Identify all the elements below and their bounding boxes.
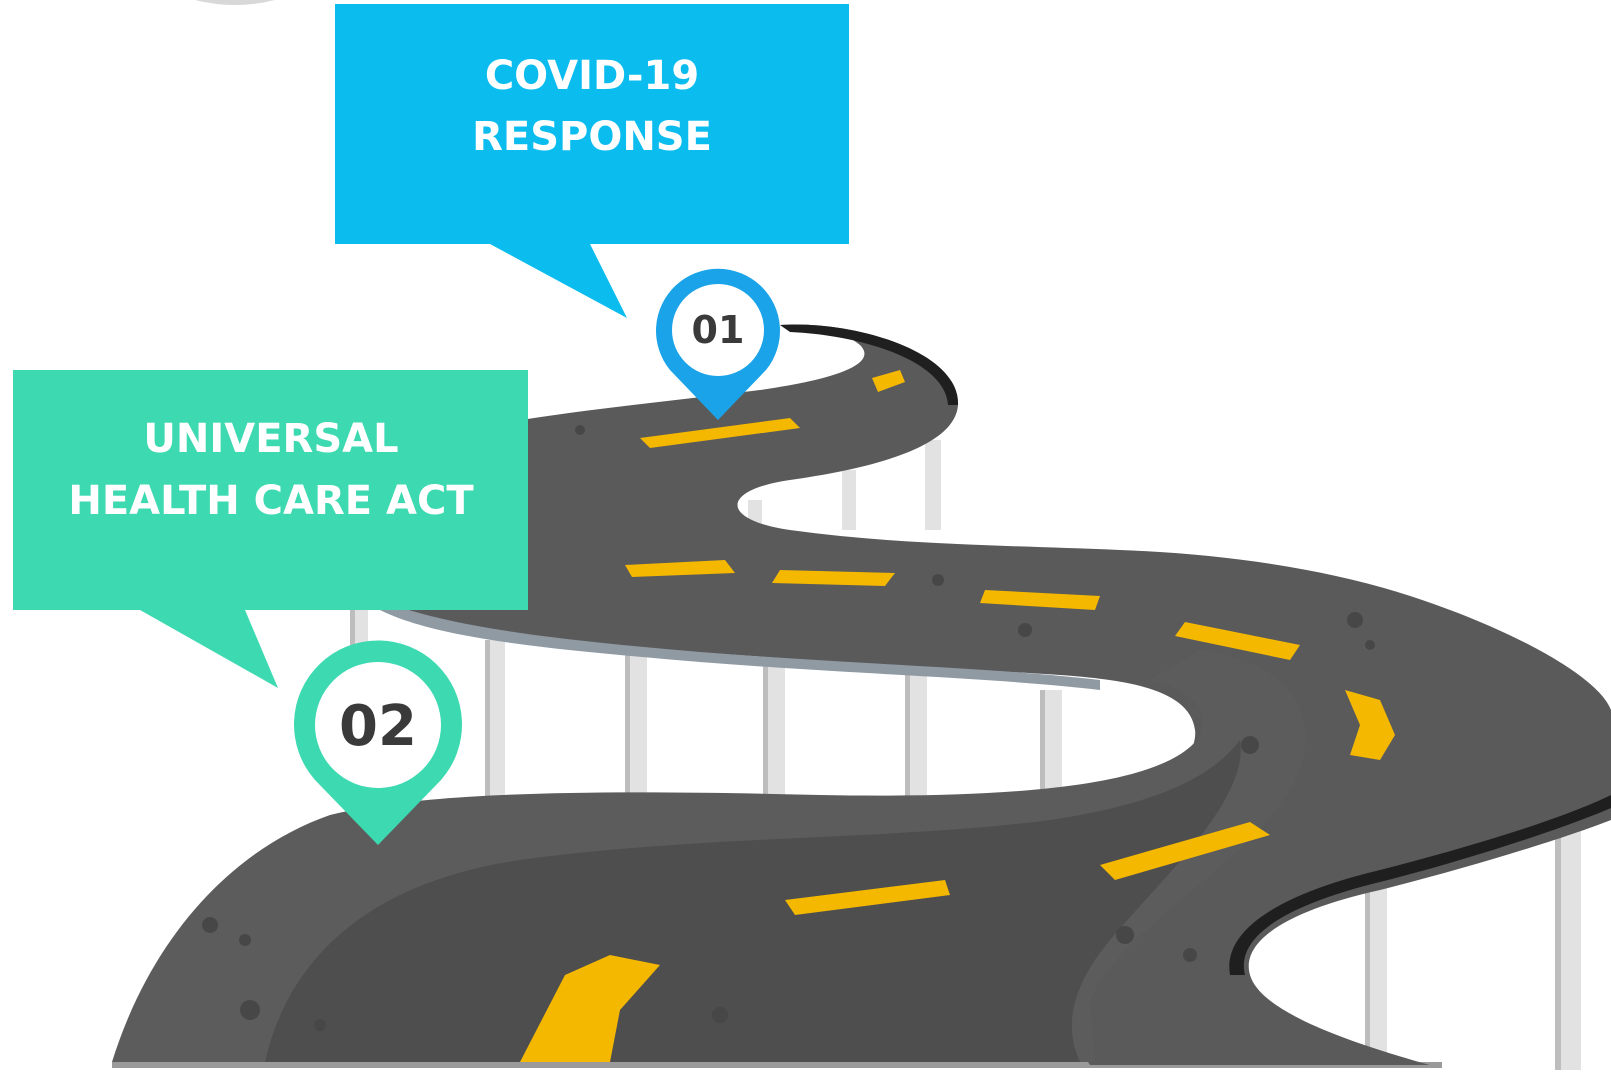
callout-02-box xyxy=(13,370,528,610)
callout-01-box xyxy=(335,4,849,244)
road-texture xyxy=(202,425,1375,1031)
pin-02-number: 02 xyxy=(339,694,417,759)
callout-01-title-line1: COVID-19 xyxy=(485,53,699,99)
milestone-01: COVID-19 RESPONSE 01 xyxy=(335,4,849,420)
callout-02-title-line1: UNIVERSAL xyxy=(143,416,398,462)
road-side-rim xyxy=(380,600,1100,690)
milestone-02: UNIVERSAL HEALTH CARE ACT 02 xyxy=(13,370,528,845)
map-pin-01-icon: 01 xyxy=(656,268,780,420)
pin-01-number: 01 xyxy=(692,308,745,352)
map-pin-02-icon: 02 xyxy=(294,640,462,845)
road-lower-shade xyxy=(265,740,1241,1062)
corner-fragment xyxy=(195,0,275,5)
ground-line xyxy=(112,1062,1442,1068)
road-top-edge xyxy=(780,324,959,405)
lane-markings xyxy=(520,370,1395,1062)
callout-02-tail xyxy=(140,610,278,688)
callout-01-tail xyxy=(490,244,627,318)
callout-02-title-line2: HEALTH CARE ACT xyxy=(68,478,474,524)
winding-road xyxy=(112,324,1611,1065)
callout-01-title-line2: RESPONSE xyxy=(472,114,712,160)
road-upper-segment xyxy=(380,324,1611,1065)
road-right-edge xyxy=(1229,795,1611,975)
